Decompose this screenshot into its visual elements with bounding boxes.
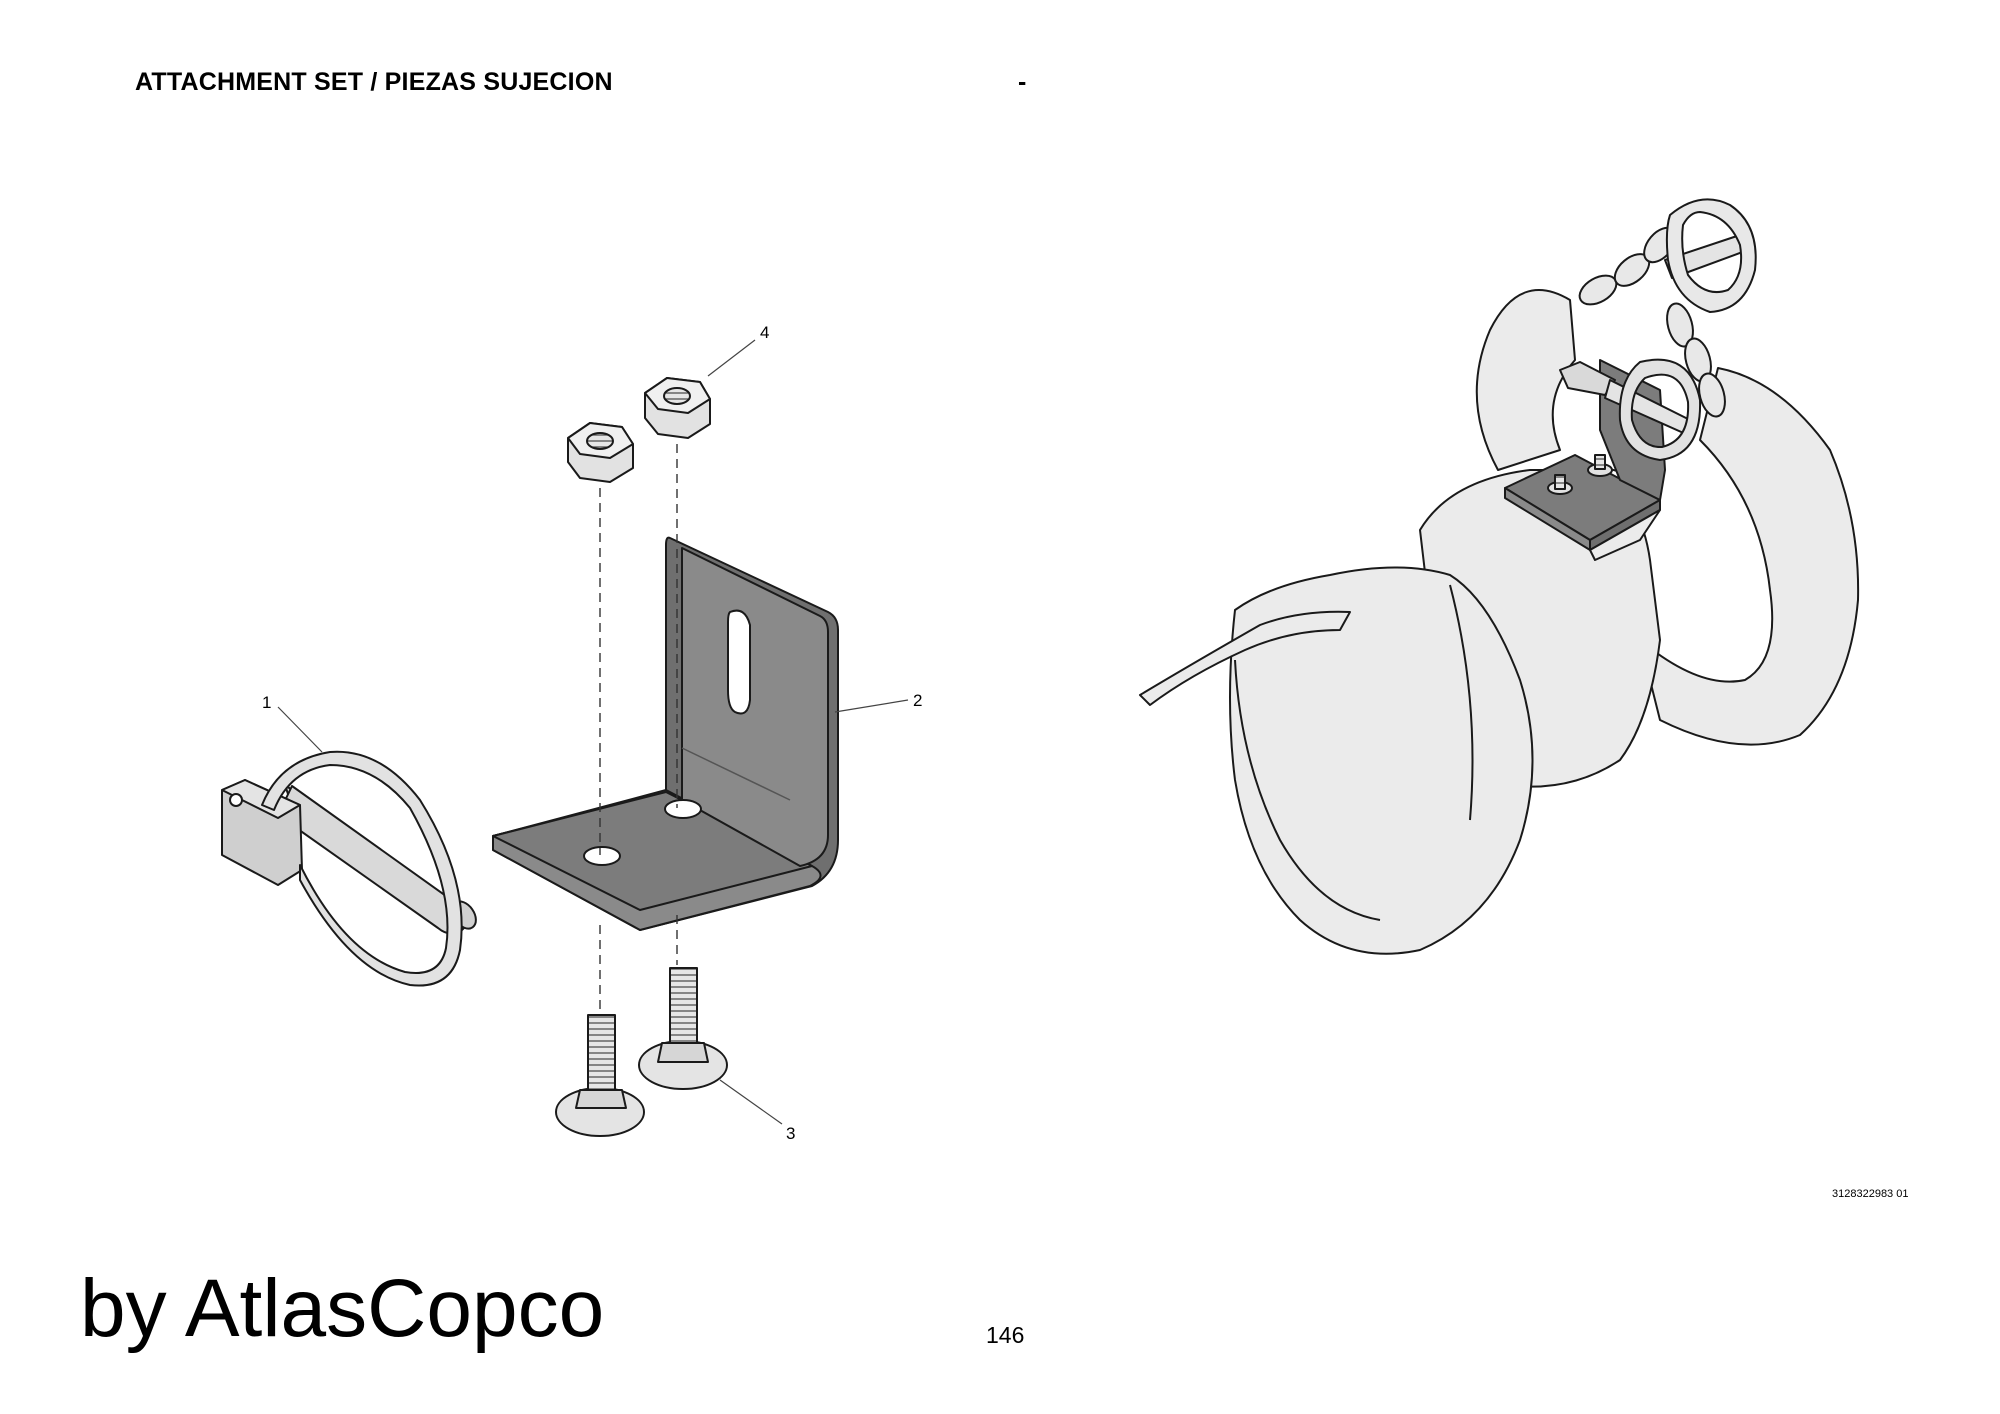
carriage-bolt-right-part-3 — [638, 967, 728, 1090]
assembled-view — [1139, 198, 1860, 955]
mounted-linch-pin — [1559, 358, 1702, 461]
leader-lines — [277, 339, 909, 1125]
safety-chain — [1578, 198, 1757, 418]
exploded-view — [221, 339, 909, 1137]
hex-nut-left-part-4 — [567, 422, 634, 483]
callout-2: 2 — [913, 691, 922, 710]
carriage-bolt-left-part-3 — [555, 1014, 645, 1137]
linch-pin-part-1 — [221, 750, 477, 987]
drawing-reference: 3128322983 01 — [1832, 1188, 1909, 1200]
brand-footer: by AtlasCopco — [80, 1263, 605, 1354]
title-separator: - — [1018, 68, 1027, 96]
assembly-guide-lines — [599, 444, 678, 1012]
page-number: 146 — [986, 1322, 1025, 1348]
page-title: ATTACHMENT SET / PIEZAS SUJECION — [135, 68, 613, 96]
callout-1: 1 — [262, 693, 271, 712]
angle-bracket-part-2 — [492, 536, 839, 931]
fabric-strap — [1139, 289, 1860, 955]
callout-4: 4 — [760, 323, 769, 342]
hex-nut-right-part-4 — [644, 377, 711, 439]
callout-3: 3 — [786, 1124, 795, 1143]
